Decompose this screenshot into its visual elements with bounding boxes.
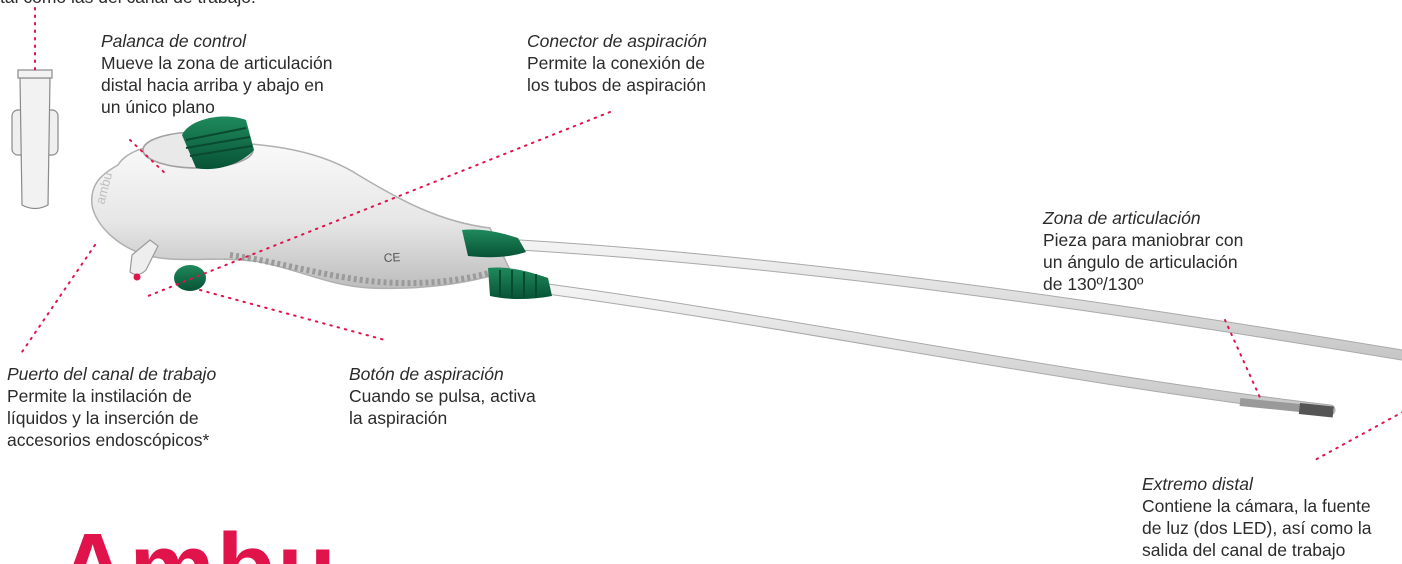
callout-title: Palanca de control xyxy=(101,31,246,51)
callout-line: distal hacia arriba y abajo en xyxy=(101,75,324,95)
callout-line: la aspiración xyxy=(349,408,448,428)
callout-line: Contiene la cámara, la fuente xyxy=(1142,496,1371,516)
callout-articulation-zone: Zona de articulación Pieza para maniobra… xyxy=(1043,207,1243,295)
leader-lines xyxy=(21,7,1402,461)
top-text-fragment: tal como las del canal de trabajo. xyxy=(0,0,256,8)
handle-body: ambu CE xyxy=(91,116,552,299)
callout-line: un único plano xyxy=(101,97,215,117)
callout-distal-tip: Extremo distal Contiene la cámara, la fu… xyxy=(1142,473,1372,561)
callout-line: los tubos de aspiración xyxy=(527,75,706,95)
callout-line: accesorios endoscópicos* xyxy=(7,430,210,450)
callout-working-channel-port: Puerto del canal de trabajo Permite la i… xyxy=(7,363,216,451)
callout-suction-button: Botón de aspiración Cuando se pulsa, act… xyxy=(349,363,536,429)
brand-logo: Ambu xyxy=(58,520,338,564)
callout-line: Pieza para maniobrar con xyxy=(1043,230,1244,250)
callout-line: líquidos y la inserción de xyxy=(7,408,199,428)
callout-line: de luz (dos LED), así como la xyxy=(1142,518,1372,538)
callout-title: Puerto del canal de trabajo xyxy=(7,364,217,384)
callout-title: Zona de articulación xyxy=(1043,208,1201,228)
callout-line: de 130º/130º xyxy=(1043,274,1144,294)
callout-line: Cuando se pulsa, activa xyxy=(349,386,536,406)
callout-line: Permite la instilación de xyxy=(7,386,192,406)
callout-line: un ángulo de articulación xyxy=(1043,252,1238,272)
callout-control-lever: Palanca de control Mueve la zona de arti… xyxy=(101,30,333,118)
callout-title: Extremo distal xyxy=(1142,474,1253,494)
adapter-part xyxy=(11,69,59,210)
callout-line: Mueve la zona de articulación xyxy=(101,53,333,73)
svg-text:CE: CE xyxy=(383,250,400,265)
insertion-cords xyxy=(514,239,1402,418)
callout-suction-connector: Conector de aspiración Permite la conexi… xyxy=(527,30,707,96)
callout-title: Botón de aspiración xyxy=(349,364,504,384)
callout-title: Conector de aspiración xyxy=(527,31,707,51)
callout-line: salida del canal de trabajo xyxy=(1142,540,1346,560)
callout-line: Permite la conexión de xyxy=(527,53,706,73)
